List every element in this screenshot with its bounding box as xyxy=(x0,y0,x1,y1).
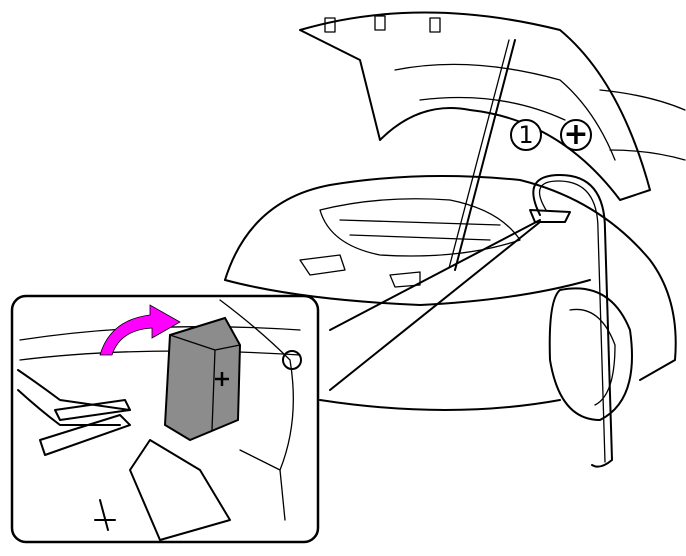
car-body xyxy=(224,175,677,421)
inset-detail xyxy=(10,294,320,544)
positive-terminal-symbol: + xyxy=(560,119,592,151)
leader-line xyxy=(329,219,541,391)
callout-number-text: 1 xyxy=(518,121,534,149)
booster-cable xyxy=(532,174,613,468)
positive-symbol-text: + xyxy=(563,117,589,152)
callout-number-1: 1 xyxy=(510,119,542,151)
magenta-arrow xyxy=(99,304,181,356)
open-hood xyxy=(299,11,686,201)
hood-support-rod xyxy=(454,39,516,271)
